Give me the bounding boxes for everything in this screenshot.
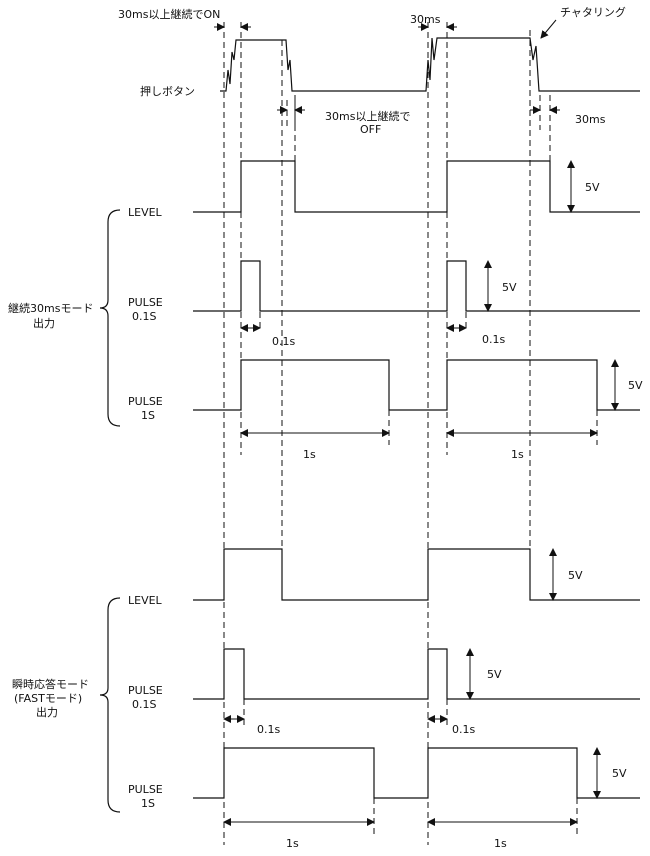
on-note-label: 30ms以上継続でON — [118, 7, 220, 21]
v5-label: 5V — [612, 767, 627, 780]
mode2-pulse01-waveform — [193, 648, 640, 700]
mode1-level-label: LEVEL — [128, 206, 163, 219]
mode1-title: 継続30msモード — [8, 301, 93, 315]
t1-label: 1s — [494, 837, 507, 850]
t1-label: 1s — [511, 448, 524, 461]
mode1-pulse1-waveform — [193, 359, 640, 411]
v5-label: 5V — [585, 181, 600, 194]
v5-label: 5V — [487, 668, 502, 681]
off-note-line2: OFF — [360, 123, 381, 136]
t1-label: 1s — [303, 448, 316, 461]
mode2-pulse1-label-1: PULSE — [128, 783, 163, 796]
t1-label: 1s — [286, 837, 299, 850]
dimension-arrows — [214, 19, 619, 826]
t01-label: 0.1s — [257, 723, 280, 736]
mode1-level-waveform — [193, 160, 640, 213]
button-label: 押しボタン — [140, 84, 195, 98]
mode2-title: 瞬時応答モード — [12, 677, 89, 691]
top-30ms-label: 30ms — [410, 13, 441, 26]
mode2-output: 出力 — [36, 705, 58, 719]
v5-label: 5V — [568, 569, 583, 582]
mode1-pulse1-label-2: 1S — [141, 409, 155, 422]
mode2-pulse1-label-2: 1S — [141, 797, 155, 810]
mode2-brace — [99, 597, 121, 813]
mode2-pulse1-waveform — [193, 747, 640, 799]
mode2-level-label: LEVEL — [128, 594, 163, 607]
t01-label: 0.1s — [482, 333, 505, 346]
t01-label: 0.1s — [452, 723, 475, 736]
mode1-brace — [99, 209, 121, 427]
chattering-label: チャタリング — [560, 5, 626, 19]
right-30ms-label: 30ms — [575, 113, 606, 126]
mode2-pulse01-label-2: 0.1S — [132, 698, 156, 711]
off-note-line1: 30ms以上継続で — [325, 109, 410, 123]
button-waveform — [220, 37, 640, 92]
v5-label: 5V — [502, 281, 517, 294]
mode1-pulse01-label-1: PULSE — [128, 296, 163, 309]
v5-label: 5V — [628, 379, 643, 392]
t01-label: 0.1s — [272, 335, 295, 348]
mode2-subtitle: (FASTモード) — [14, 692, 82, 705]
mode1-subtitle: 出力 — [33, 316, 55, 330]
mode1-pulse1-label-1: PULSE — [128, 395, 163, 408]
mode1-pulse01-label-2: 0.1S — [132, 310, 156, 323]
mode2-pulse01-label-1: PULSE — [128, 684, 163, 697]
